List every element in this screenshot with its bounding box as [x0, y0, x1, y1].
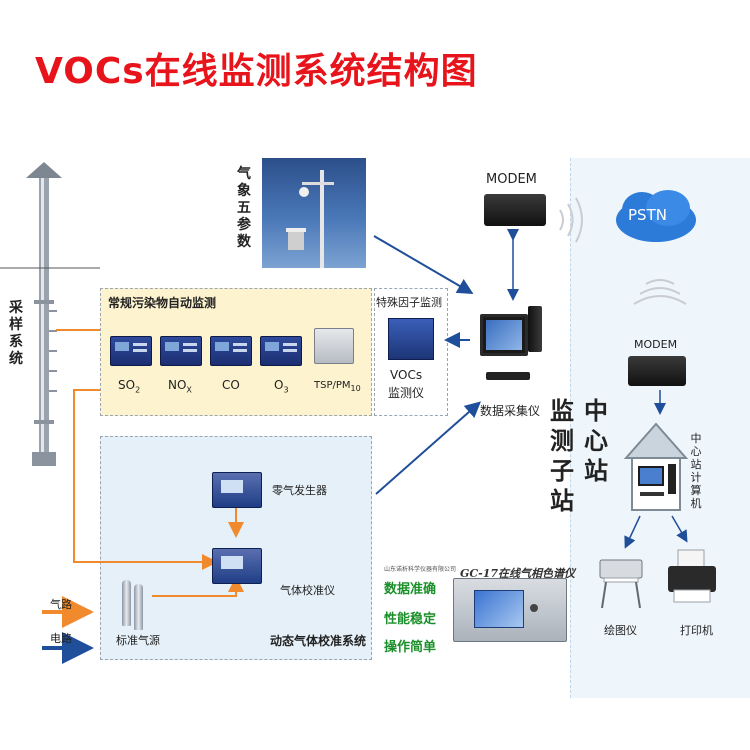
standard-gas-cylinder-icon: [134, 584, 143, 630]
tsp-analyzer-icon: [314, 328, 354, 364]
printer-label: 打印机: [680, 624, 713, 637]
pstn-label: PSTN: [628, 206, 667, 224]
o3-analyzer-icon: [260, 336, 302, 366]
page-title: VOCs在线监测系统结构图: [35, 51, 478, 92]
tsp-label: TSP/PM10: [314, 380, 361, 393]
so2-label: SO2: [118, 378, 141, 395]
modem-top-label: MODEM: [486, 172, 537, 187]
data-collector-label: 数据采集仪: [480, 404, 541, 418]
pstn-cloud-icon: [616, 190, 696, 242]
legend-gas-label: 气路: [50, 598, 72, 611]
data-collector-tower-icon: [528, 306, 542, 352]
calibration-panel-title: 动态气体校准系统: [270, 634, 367, 648]
center-computer-label: 中心站计算机: [690, 432, 702, 510]
calibrator-label: 气体校准仪: [280, 584, 335, 597]
nox-label: NOX: [168, 378, 192, 395]
routine-panel-title: 常规污染物自动监测: [108, 296, 217, 310]
data-collector-monitor-icon: [480, 314, 528, 356]
printer-icon: [668, 549, 716, 603]
zero-gas-label: 零气发生器: [272, 484, 327, 497]
gas-calibrator-icon: [212, 548, 262, 584]
special-panel-title: 特殊因子监测: [376, 296, 442, 309]
center-computer-house-icon: [624, 422, 688, 511]
center-station-label: 中心站: [584, 397, 608, 485]
gc-screen-icon: [474, 590, 524, 628]
feature-stable: 性能稳定: [384, 612, 437, 627]
standard-gas-label: 标准气源: [116, 634, 160, 647]
gc-title: GC-17在线气相色谱仪: [460, 567, 576, 580]
sampling-system-label: 采样系统: [9, 300, 23, 367]
wireless-waves: [559, 197, 687, 305]
gc-knob-icon: [530, 604, 538, 612]
modem-right-icon: [628, 356, 686, 386]
vocs-label-line1: VOCs: [390, 368, 423, 382]
substation-label: 监测子站: [550, 397, 574, 515]
weather-station-photo: [262, 158, 366, 268]
legend-electric-label: 电路: [50, 632, 72, 645]
nox-analyzer-icon: [160, 336, 202, 366]
feature-accurate: 数据准确: [384, 582, 437, 597]
feature-simple: 操作简单: [384, 640, 437, 655]
keyboard-icon: [486, 372, 530, 380]
plotter-icon: [599, 559, 643, 609]
vocs-monitor-icon: [388, 318, 434, 360]
sampling-pipe: [0, 162, 100, 466]
co-analyzer-icon: [210, 336, 252, 366]
weather-mast-icon: [286, 170, 334, 268]
standard-gas-cylinder-icon: [122, 580, 131, 626]
company-text: 山东诺析科学仪器有限公司: [384, 566, 457, 573]
modem-right-label: MODEM: [634, 338, 678, 351]
plotter-label: 绘图仪: [604, 624, 637, 637]
vocs-label-line2: 监测仪: [388, 386, 425, 400]
modem-top-icon: [484, 194, 546, 226]
weather-label: 气象五参数: [237, 166, 251, 250]
co-label: CO: [222, 378, 240, 392]
o3-label: O3: [274, 378, 289, 395]
so2-analyzer-icon: [110, 336, 152, 366]
zero-gas-generator-icon: [212, 472, 262, 508]
